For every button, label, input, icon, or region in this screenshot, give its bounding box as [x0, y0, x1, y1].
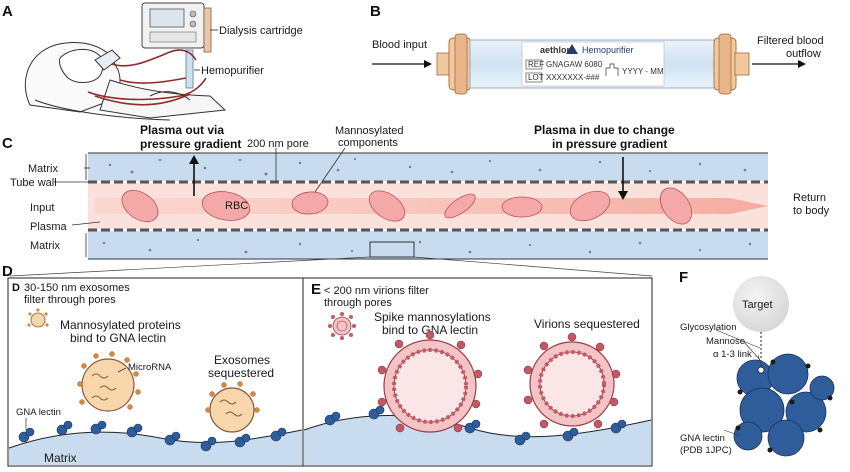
- matrix-bottom-band: [88, 231, 768, 259]
- label-input: Input: [30, 202, 54, 214]
- exosome-large-1: [77, 351, 141, 412]
- lot-label: LOT: [528, 73, 544, 82]
- label-exosomes-2: filter through pores: [24, 294, 116, 306]
- panel-e-letter: E: [311, 281, 321, 298]
- label-virions-1: < 200 nm virions filter: [324, 285, 429, 297]
- date-value: YYYY - MM: [622, 67, 664, 76]
- arrow-blood-outflow: [798, 60, 806, 68]
- panel-a-letter: A: [2, 3, 13, 20]
- virion-large-1: [377, 330, 483, 433]
- matrix-top-band: [88, 153, 768, 181]
- lectin-binding-sites: [735, 359, 833, 453]
- rbc-cell: [368, 190, 406, 222]
- label-exosomes-1: 30-150 nm exosomes: [24, 282, 130, 294]
- panel-a: A Dialysis cartridge: [2, 2, 303, 121]
- hemopurifier-cartridge: aethlon Hemopurifier REF GNAGAW 6080 LOT…: [436, 33, 750, 95]
- matrix-particles: [102, 157, 752, 254]
- label-exosomes-seq-2: sequestered: [208, 366, 274, 380]
- panel-c: C: [2, 123, 830, 277]
- label-plasma: Plasma: [30, 221, 68, 233]
- label-spike-1: Spike mannosylations: [374, 310, 491, 324]
- arrow-plasma-out: [189, 155, 199, 164]
- label-filtered-outflow-2: outflow: [786, 48, 821, 60]
- zoom-box: [369, 241, 415, 258]
- panel-b-letter: B: [370, 3, 381, 20]
- label-pore: 200 nm pore: [247, 138, 309, 150]
- rbc-cell: [444, 193, 476, 219]
- label-plasma-out-1: Plasma out via: [140, 123, 224, 137]
- blood-lines: [87, 49, 207, 106]
- label-return-2: to body: [793, 205, 830, 217]
- panel-f: F Target Glycosylation Mannose α 1-3 lin…: [679, 269, 835, 457]
- label-virions-seq: Virions sequestered: [534, 317, 640, 331]
- dialysis-machine: [141, 2, 212, 89]
- ref-label: REF: [528, 60, 544, 69]
- panel-b: B Blood input aethlon Hemopurifier REF G…: [370, 3, 824, 95]
- target-sphere: [733, 276, 789, 332]
- label-target: Target: [742, 299, 773, 311]
- label-mannosylated-1: Mannosylated: [335, 125, 404, 137]
- label-spike-2: bind to GNA lectin: [382, 323, 478, 337]
- label-plasma-in-2: in pressure gradient: [552, 137, 667, 151]
- patient-illustration: [24, 42, 227, 121]
- gna-lectin-structure: [733, 353, 835, 457]
- arrow-blood-input: [424, 60, 432, 68]
- panel-d-letter: D: [2, 263, 13, 280]
- label-plasma-out-2: pressure gradient: [140, 137, 241, 151]
- label-mannosylated-proteins-2: bind to GNA lectin: [70, 331, 166, 345]
- label-mannose: Mannose: [706, 336, 745, 347]
- label-rbc: RBC: [225, 200, 248, 212]
- label-plasma-in-1: Plasma in due to change: [534, 123, 675, 137]
- label-dialysis-cartridge: Dialysis cartridge: [219, 25, 303, 37]
- label-virions-2: through pores: [324, 297, 392, 309]
- rbc-cell: [501, 196, 543, 218]
- label-microrna: MicroRNA: [128, 362, 172, 373]
- label-matrix-top: Matrix: [28, 163, 58, 175]
- label-link: α 1-3 link: [713, 349, 752, 360]
- exosome-large-2: [205, 381, 260, 433]
- label-return-1: Return: [793, 192, 826, 204]
- label-gna-lectin-d: GNA lectin: [16, 407, 61, 418]
- red-blood-cells: [121, 187, 693, 225]
- label-mannosylated-proteins-1: Mannosylated proteins: [60, 318, 181, 332]
- device-product: Hemopurifier: [582, 45, 634, 55]
- matrix-wave-d: [9, 430, 302, 465]
- label-matrix-bottom: Matrix: [30, 240, 60, 252]
- label-gna-lectin-f-1: GNA lectin: [680, 433, 725, 444]
- label-blood-input: Blood input: [372, 39, 427, 51]
- panel-de: D D 30-150 nm exosomes fil: [2, 263, 653, 467]
- brand-logo-icon: [566, 44, 578, 54]
- virion-large-2: [523, 332, 621, 429]
- panel-d-sub-letter: D: [12, 282, 20, 294]
- small-exosome-icon: [27, 308, 49, 328]
- arrow-plasma-in: [618, 191, 628, 200]
- panel-c-letter: C: [2, 135, 13, 152]
- factory-icon: [605, 63, 619, 76]
- label-exosomes-seq-1: Exosomes: [214, 353, 270, 367]
- mannose-icon: [757, 366, 765, 374]
- small-virion-icon: [328, 312, 356, 340]
- label-matrix-d: Matrix: [44, 451, 77, 465]
- label-filtered-outflow-1: Filtered blood: [757, 35, 824, 47]
- label-hemopurifier: Hemopurifier: [201, 65, 264, 77]
- label-tube-wall: Tube wall: [10, 177, 57, 189]
- label-glycosylation: Glycosylation: [680, 322, 737, 333]
- rbc-cell: [659, 187, 693, 225]
- device-brand: aethlon: [540, 45, 572, 55]
- ref-value: GNAGAW 6080: [546, 60, 603, 69]
- rbc-cell: [291, 191, 329, 215]
- label-gna-lectin-f-2: (PDB 1JPC): [680, 445, 732, 456]
- matrix-wave-e: [304, 415, 651, 465]
- lot-value: XXXXXXX-###: [546, 73, 600, 82]
- rbc-cell: [201, 191, 251, 221]
- rbc-cell: [569, 190, 611, 222]
- label-mannosylated-2: components: [338, 137, 398, 149]
- panel-f-letter: F: [679, 269, 688, 286]
- rbc-cell: [121, 189, 159, 223]
